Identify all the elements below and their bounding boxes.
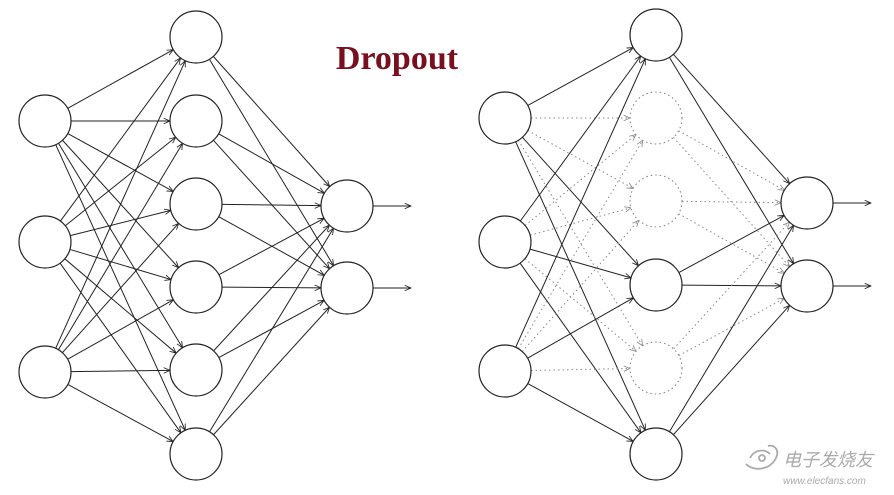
neuron-node <box>780 176 834 230</box>
neuron-node <box>169 10 223 64</box>
connection-edge <box>67 50 174 109</box>
neuron-node <box>320 261 374 315</box>
dropout-network <box>478 8 871 481</box>
connection-edge <box>55 61 186 349</box>
neuron-node <box>780 259 834 313</box>
standard-network <box>18 10 411 481</box>
connection-edge <box>673 305 789 435</box>
connection-edge <box>519 262 641 433</box>
connection-edge <box>519 56 640 222</box>
connection-edge <box>213 225 330 352</box>
dropped-neuron-node <box>629 91 683 145</box>
neuron-node <box>169 177 223 231</box>
neuron-node <box>629 8 683 62</box>
neuron-node <box>18 345 72 399</box>
connection-edge <box>67 383 173 441</box>
connection-edge <box>67 133 173 192</box>
watermark: 电子发烧友 www.elecfans.com <box>745 444 875 487</box>
connection-edge <box>527 383 633 442</box>
connection-edge <box>57 143 182 350</box>
connection-edge <box>58 142 182 348</box>
edges <box>515 48 871 442</box>
neuron-node <box>169 343 223 397</box>
connection-edge <box>64 137 175 227</box>
neuron-node <box>320 179 374 233</box>
connection-edge <box>212 56 329 186</box>
connection-edge <box>678 215 784 274</box>
nodes <box>18 10 374 481</box>
connection-edge <box>218 218 324 276</box>
connection-edge <box>69 248 171 279</box>
dropped-connection-edge <box>524 258 636 352</box>
connection-edge <box>70 210 171 237</box>
dropped-neuron-node <box>629 174 683 228</box>
connection-edge <box>70 370 170 371</box>
connection-edge <box>59 262 181 433</box>
neuron-node <box>478 91 532 145</box>
dropped-connection-edge <box>529 208 631 236</box>
dropped-connection-edge <box>673 222 790 350</box>
connection-edge <box>213 307 329 436</box>
connection-edge <box>673 54 789 183</box>
connection-edge <box>221 204 321 205</box>
connection-edge <box>668 57 793 263</box>
connection-edge <box>208 59 333 265</box>
connection-edge <box>515 59 646 348</box>
neuron-node <box>478 344 532 398</box>
connection-edge <box>218 300 324 359</box>
neuron-node <box>169 427 223 481</box>
connection-edge <box>668 225 793 432</box>
connection-edge <box>209 228 334 433</box>
neuron-node <box>169 94 223 148</box>
connection-edge <box>527 298 634 359</box>
diagram-title: Dropout <box>336 40 459 77</box>
neuron-node <box>478 215 532 269</box>
connection-edge <box>529 248 631 278</box>
watermark-url: www.elecfans.com <box>783 476 866 487</box>
connection-edge <box>527 48 633 106</box>
neuron-node <box>169 260 223 314</box>
connection-edge <box>62 223 178 353</box>
neuron-node <box>629 427 683 481</box>
electronic-circuit-logo-icon <box>745 444 779 470</box>
dropped-connection-edge <box>530 369 630 371</box>
connection-edge <box>67 300 174 360</box>
edges <box>55 50 411 442</box>
dropped-connection-edge <box>524 135 636 226</box>
connection-edge <box>522 136 638 265</box>
connection-edge <box>60 58 180 222</box>
watermark-text: 电子发烧友 <box>783 450 875 471</box>
nodes <box>478 8 834 481</box>
dropped-neuron-node <box>629 341 683 395</box>
connection-edge <box>515 141 646 431</box>
neuron-node <box>18 94 72 148</box>
dropped-connection-edge <box>681 201 781 202</box>
connection-edge <box>218 133 325 193</box>
dropped-connection-edge <box>678 298 784 357</box>
dropped-connection-edge <box>527 130 633 189</box>
neuron-node <box>629 258 683 312</box>
dropped-connection-edge <box>518 139 642 345</box>
connection-edge <box>64 258 176 353</box>
neuron-node <box>18 215 72 269</box>
